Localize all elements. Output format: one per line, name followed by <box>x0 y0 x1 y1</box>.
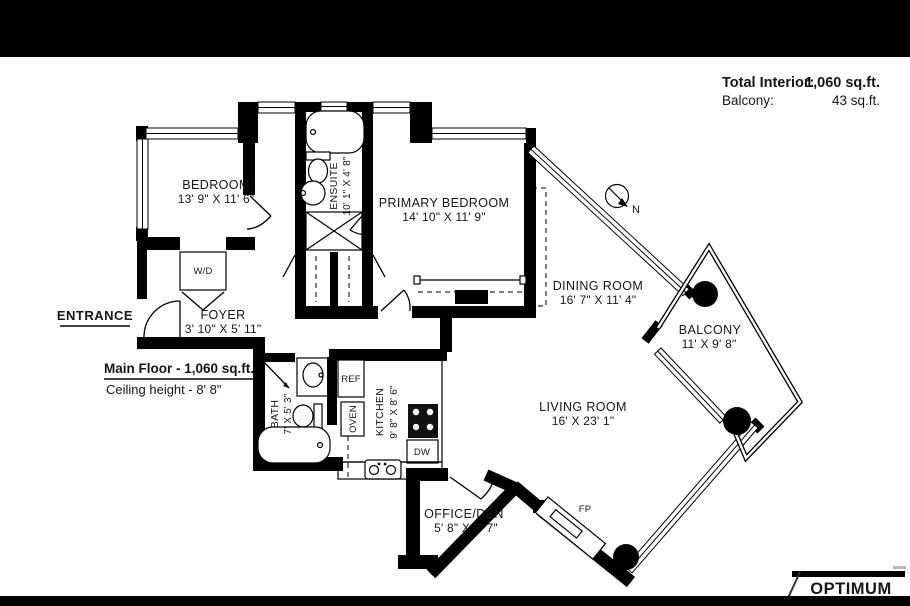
logo-text: OPTIMUM <box>810 580 891 598</box>
sliding-door-panel <box>455 290 488 304</box>
bedroom-name: BEDROOM <box>182 178 249 192</box>
primary-bedroom-name: PRIMARY BEDROOM <box>379 196 510 210</box>
total-interior-value: 1,060 sq.ft. <box>805 75 880 91</box>
dishwasher-icon: DW <box>406 439 439 464</box>
fridge-icon: REF <box>337 359 365 398</box>
ceiling-height-label: Ceiling height - 8' 8" <box>106 382 222 397</box>
windows <box>136 101 759 574</box>
dining-room-name: DINING ROOM <box>553 279 644 293</box>
primary-bedroom-dims: 14' 10" X 11' 9" <box>402 210 485 224</box>
fridge-label: REF <box>341 374 361 385</box>
total-interior-label: Total Interior: <box>722 75 814 91</box>
balcony-area-value: 43 sq.ft. <box>832 93 880 108</box>
office-den-dims: 5' 8" X 8' 7" <box>434 521 498 535</box>
bath-bathtub-icon <box>257 426 331 464</box>
foyer-name: FOYER <box>200 308 245 322</box>
top-letterbox-bar <box>0 0 910 57</box>
washer-dryer-label: W/D <box>193 266 212 277</box>
cooktop-icon <box>408 404 438 438</box>
ensuite-name: ENSUITE <box>328 162 340 210</box>
kitchen-name: KITCHEN <box>374 388 386 436</box>
balcony-area-label: Balcony: <box>722 93 774 108</box>
dining-glass-wall <box>527 145 690 297</box>
fireplace-icon: FP <box>534 496 607 560</box>
fireplace-label: FP <box>579 504 592 515</box>
doors <box>143 195 495 500</box>
bath-sink-icon <box>296 357 330 397</box>
entrance-label: ENTRANCE <box>57 308 133 323</box>
bottom-letterbox-bar <box>0 596 910 606</box>
balcony-structure <box>613 242 804 570</box>
walls <box>136 102 765 588</box>
dining-bulkhead <box>531 187 547 307</box>
living-glass-wall <box>624 421 759 574</box>
bedroom-dims: 13' 9" X 11' 6" <box>178 192 255 206</box>
ensuite-bathtub-icon <box>305 110 365 154</box>
ensuite-sink-icon <box>299 180 326 206</box>
structural-column <box>692 281 718 307</box>
office-den-name: OFFICE/DEN <box>424 507 504 521</box>
plan-annotations: ENTRANCE Main Floor - 1,060 sq.ft. Ceili… <box>57 308 262 397</box>
ensuite-dims: 10' 1" X 4' 8" <box>342 156 353 216</box>
kitchen-dims: 9' 8" X 8' 6" <box>389 385 400 439</box>
living-room-name: LIVING ROOM <box>539 400 627 414</box>
balcony-dims: 11' X 9' 8" <box>682 337 737 351</box>
ensuite-toilet-icon <box>305 151 331 184</box>
structural-column <box>723 407 751 435</box>
bath-dims: 7' X 5' 3" <box>283 393 294 434</box>
room-labels: BEDROOM 13' 9" X 11' 6" ENSUITE 10' 1" X… <box>178 156 742 535</box>
dishwasher-label: DW <box>414 447 430 458</box>
washer-dryer-icon: W/D <box>179 251 227 291</box>
dining-room-dims: 16' 7" X 11' 4" <box>560 293 637 307</box>
brand-logo: OPTIMUM <box>787 566 906 599</box>
north-arrow-icon: N <box>604 183 640 216</box>
main-floor-label: Main Floor - 1,060 sq.ft. <box>104 361 254 376</box>
balcony-door-glass <box>653 347 728 424</box>
closet-rods <box>315 187 547 307</box>
header-stats: Total Interior: 1,060 sq.ft. Balcony: 43… <box>722 75 880 108</box>
foyer-dims: 3' 10" X 5' 11" <box>185 322 262 336</box>
linen-closet-icon <box>305 211 363 251</box>
living-room-dims: 16' X 23' 1" <box>552 414 615 428</box>
balcony-name: BALCONY <box>679 323 742 337</box>
north-label: N <box>632 204 640 216</box>
oven-icon: OVEN <box>340 401 365 437</box>
bath-name: BATH <box>269 400 281 428</box>
structural-column <box>613 544 639 570</box>
fixtures: W/D REF OVEN <box>179 110 607 560</box>
oven-label: OVEN <box>348 405 359 433</box>
bath-toilet-icon <box>292 403 323 429</box>
kitchen-counter <box>337 352 443 480</box>
